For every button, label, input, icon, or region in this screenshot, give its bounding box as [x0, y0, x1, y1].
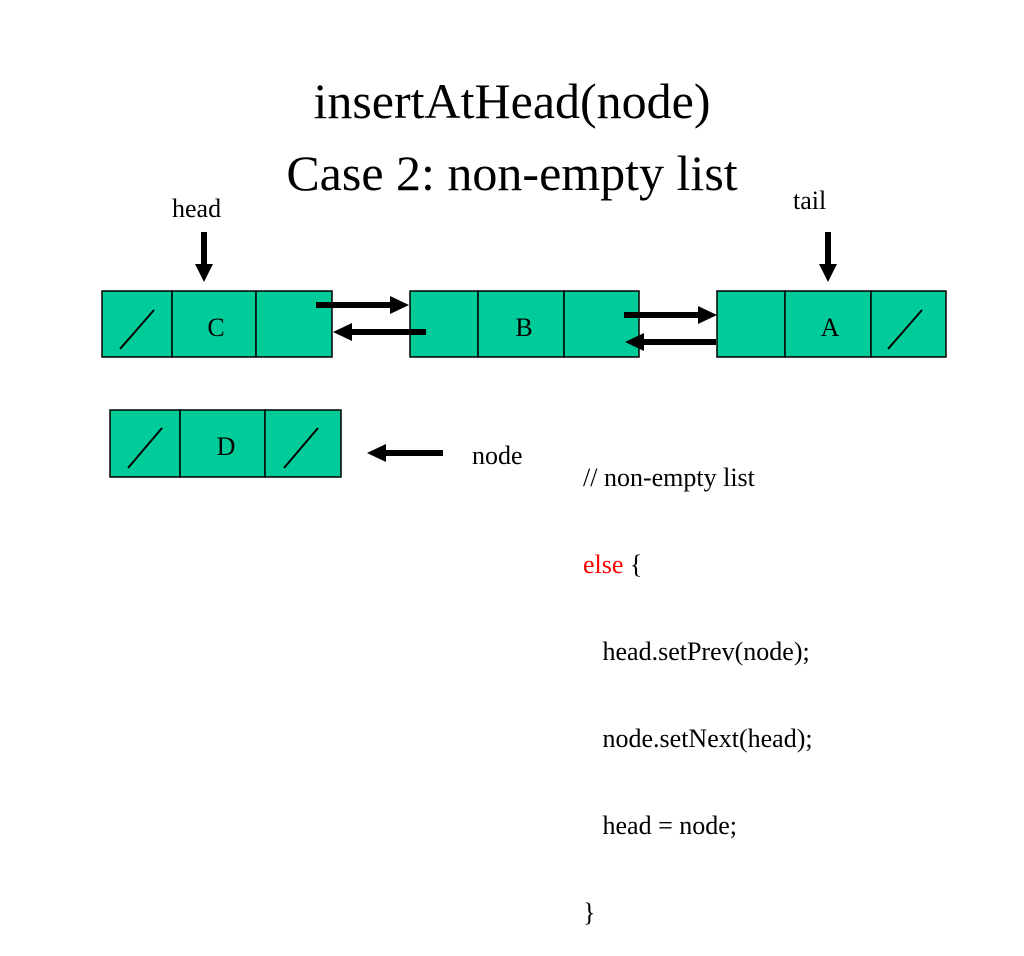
null-next-slash [887, 309, 923, 350]
node-value-c: C [207, 313, 224, 342]
open-brace: { [623, 550, 643, 579]
next-arrow-c-to-b [316, 296, 409, 314]
head-pointer-arrow [195, 232, 213, 282]
else-keyword: else [583, 550, 624, 579]
new-node: D [109, 409, 342, 478]
node-next-cell [563, 290, 640, 358]
list-node: B [409, 290, 640, 358]
node-prev-cell [101, 290, 173, 358]
prev-arrow-a-to-b [625, 333, 716, 351]
node-prev-cell [109, 409, 181, 478]
head-label: head [172, 194, 222, 223]
node-value-cell [171, 290, 257, 358]
tail-label: tail [793, 186, 827, 215]
slide-title-line2: Case 2: non-empty list [286, 145, 738, 201]
node-next-cell [255, 290, 333, 358]
code-line-setprev: head.setPrev(node); [583, 637, 810, 666]
tail-pointer-arrow [819, 232, 837, 282]
prev-arrow-b-to-c [333, 323, 426, 341]
null-prev-slash [127, 427, 163, 469]
code-comment: // non-empty list [583, 463, 755, 492]
code-close-brace: } [583, 898, 596, 927]
node-next-cell [264, 409, 342, 478]
linked-list-diagram: C B A D [101, 232, 947, 478]
node-value-a: A [821, 313, 840, 342]
code-line-assign: head = node; [583, 811, 738, 840]
code-line-setnext: node.setNext(head); [583, 724, 813, 753]
code-block: // non-empty list else { head.setPrev(no… [583, 405, 813, 956]
null-next-slash [283, 427, 319, 469]
node-pointer-arrow [367, 444, 443, 462]
node-value-cell [179, 409, 266, 478]
slide-title-line1: insertAtHead(node) [313, 73, 711, 129]
node-prev-cell [716, 290, 786, 358]
code-else-line: else { [583, 550, 813, 579]
node-value-d: D [217, 432, 236, 461]
node-value-b: B [515, 313, 532, 342]
list-node: C [101, 290, 333, 358]
node-label: node [472, 441, 523, 470]
next-arrow-b-to-a [624, 306, 717, 324]
node-value-cell [477, 290, 565, 358]
null-prev-slash [119, 309, 155, 350]
list-node: A [716, 290, 947, 358]
node-prev-cell [409, 290, 479, 358]
